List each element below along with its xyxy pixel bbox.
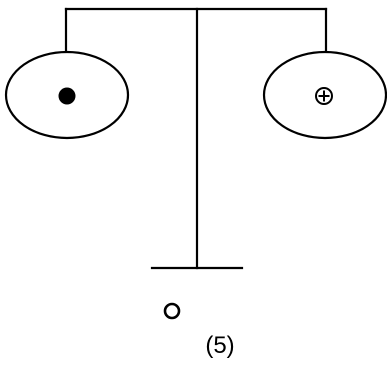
circled-plus-icon bbox=[315, 87, 333, 105]
open-circle-icon bbox=[163, 302, 181, 320]
filled-dot-icon bbox=[58, 87, 76, 105]
figure-caption: (5) bbox=[205, 332, 235, 359]
